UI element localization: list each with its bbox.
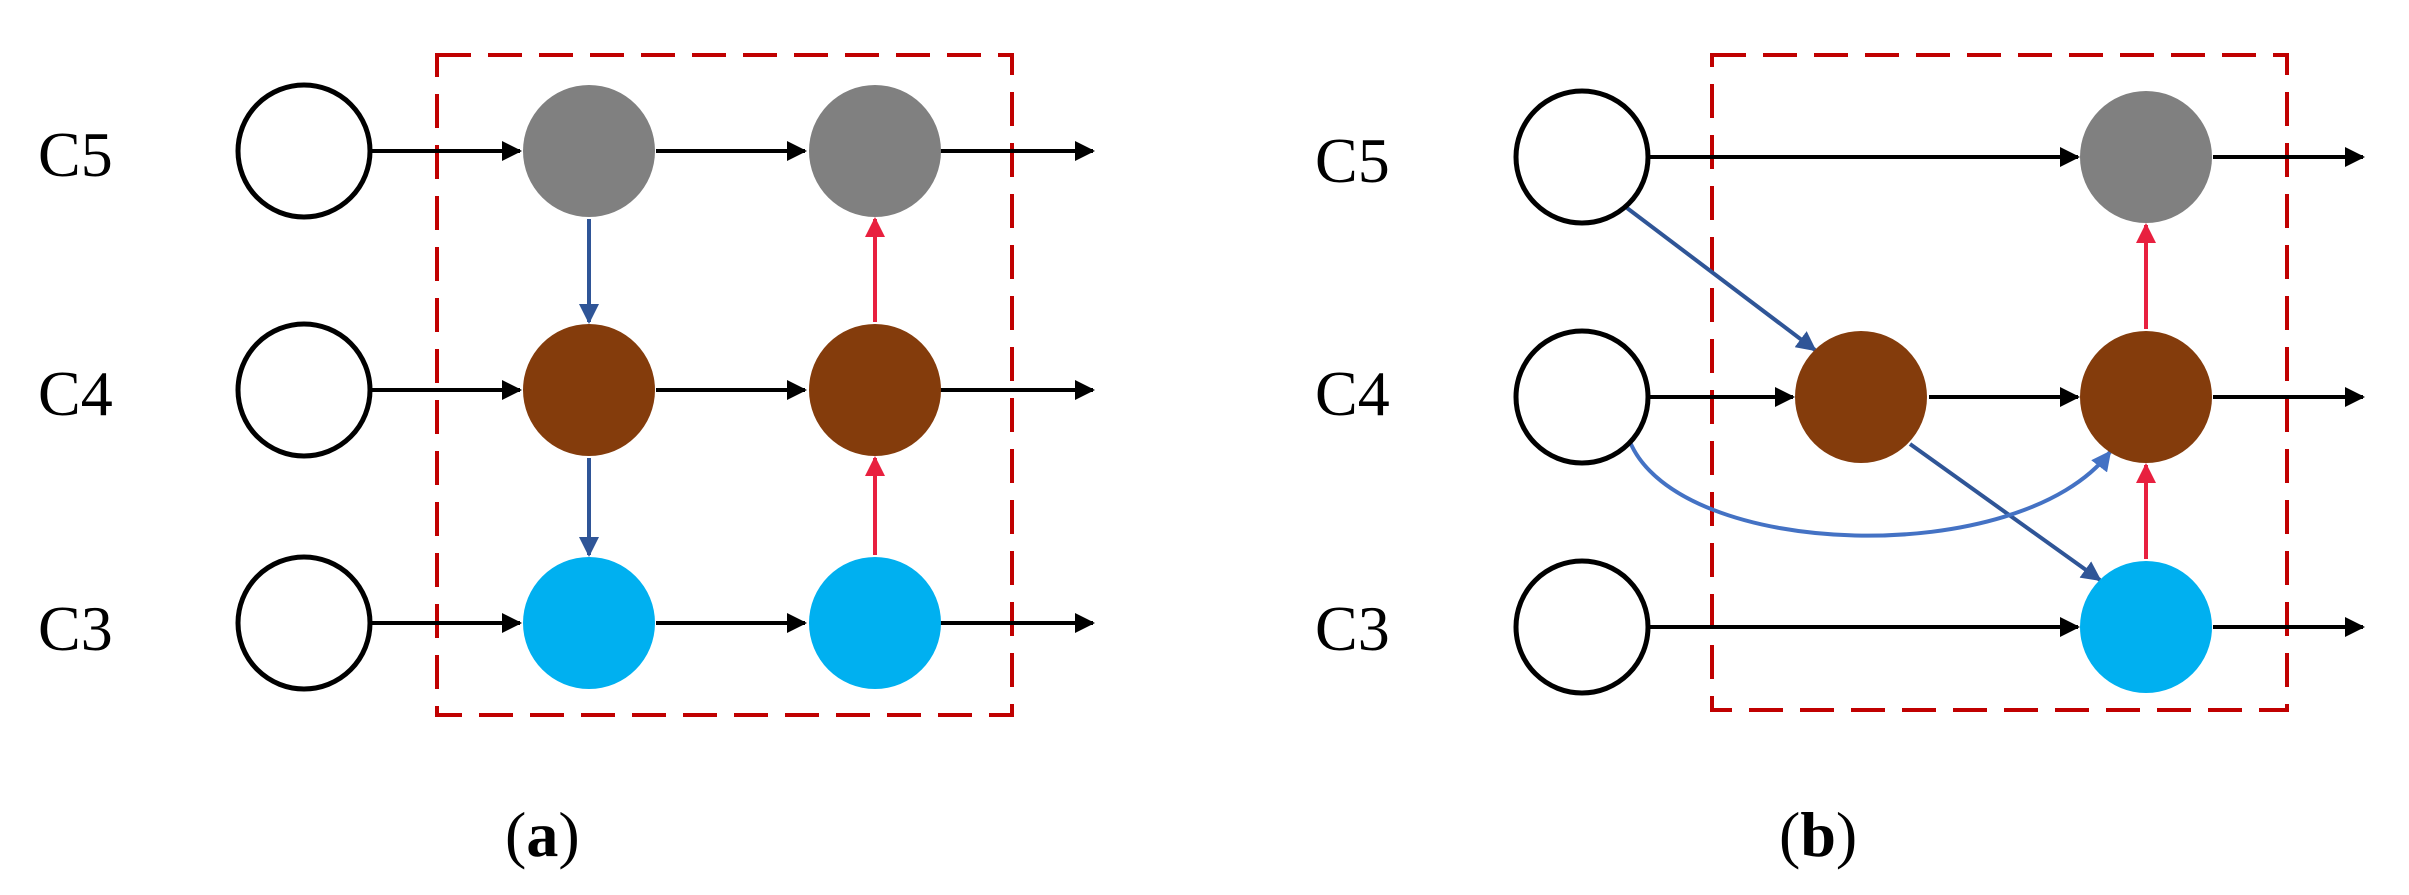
c4-node-1 (523, 324, 655, 456)
c3-node-2 (809, 557, 941, 689)
arrow-b-top-down-c5-c4 (1625, 206, 1817, 352)
level-label-c5-b: C5 (1315, 125, 1390, 196)
level-label-c4-b: C4 (1315, 358, 1390, 429)
level-label-c5: C5 (38, 119, 113, 190)
panel-b: C5 C4 C3 (b) (1315, 53, 2365, 870)
c4-node-2-b (2080, 331, 2212, 463)
level-label-c3: C3 (38, 593, 113, 664)
c4-node-2 (809, 324, 941, 456)
level-label-c4: C4 (38, 358, 113, 429)
arrow-b-skip-c4-input-to-c4-node2 (1628, 441, 2112, 538)
caption-b: (b) (1779, 799, 1857, 870)
c3-node-b (2080, 561, 2212, 693)
c3-node-1 (523, 557, 655, 689)
fusion-box-a (435, 53, 1014, 717)
input-node-c5-b (1513, 88, 1651, 226)
panel-a: C5 C4 C3 (a) (38, 53, 1095, 870)
input-node-c4-b (1513, 328, 1651, 466)
input-node-c4 (235, 321, 373, 459)
caption-b-close: ) (1836, 799, 1857, 870)
level-label-c3-b: C3 (1315, 593, 1390, 664)
caption-a: (a) (505, 799, 580, 870)
c5-node-b (2080, 91, 2212, 223)
caption-a-letter: a (526, 799, 558, 870)
caption-a-close: ) (558, 799, 579, 870)
c5-node-1 (523, 85, 655, 217)
c4-node-1-b (1795, 331, 1927, 463)
c5-node-2 (809, 85, 941, 217)
input-node-c3 (235, 554, 373, 692)
caption-b-letter: b (1800, 799, 1836, 870)
arrow-b-top-down-c4-c3 (1908, 442, 2102, 582)
input-node-c5 (235, 82, 373, 220)
input-node-c3-b (1513, 558, 1651, 696)
caption-b-open: ( (1779, 799, 1800, 870)
caption-a-open: ( (505, 799, 526, 870)
fusion-box-b (1710, 53, 2289, 712)
